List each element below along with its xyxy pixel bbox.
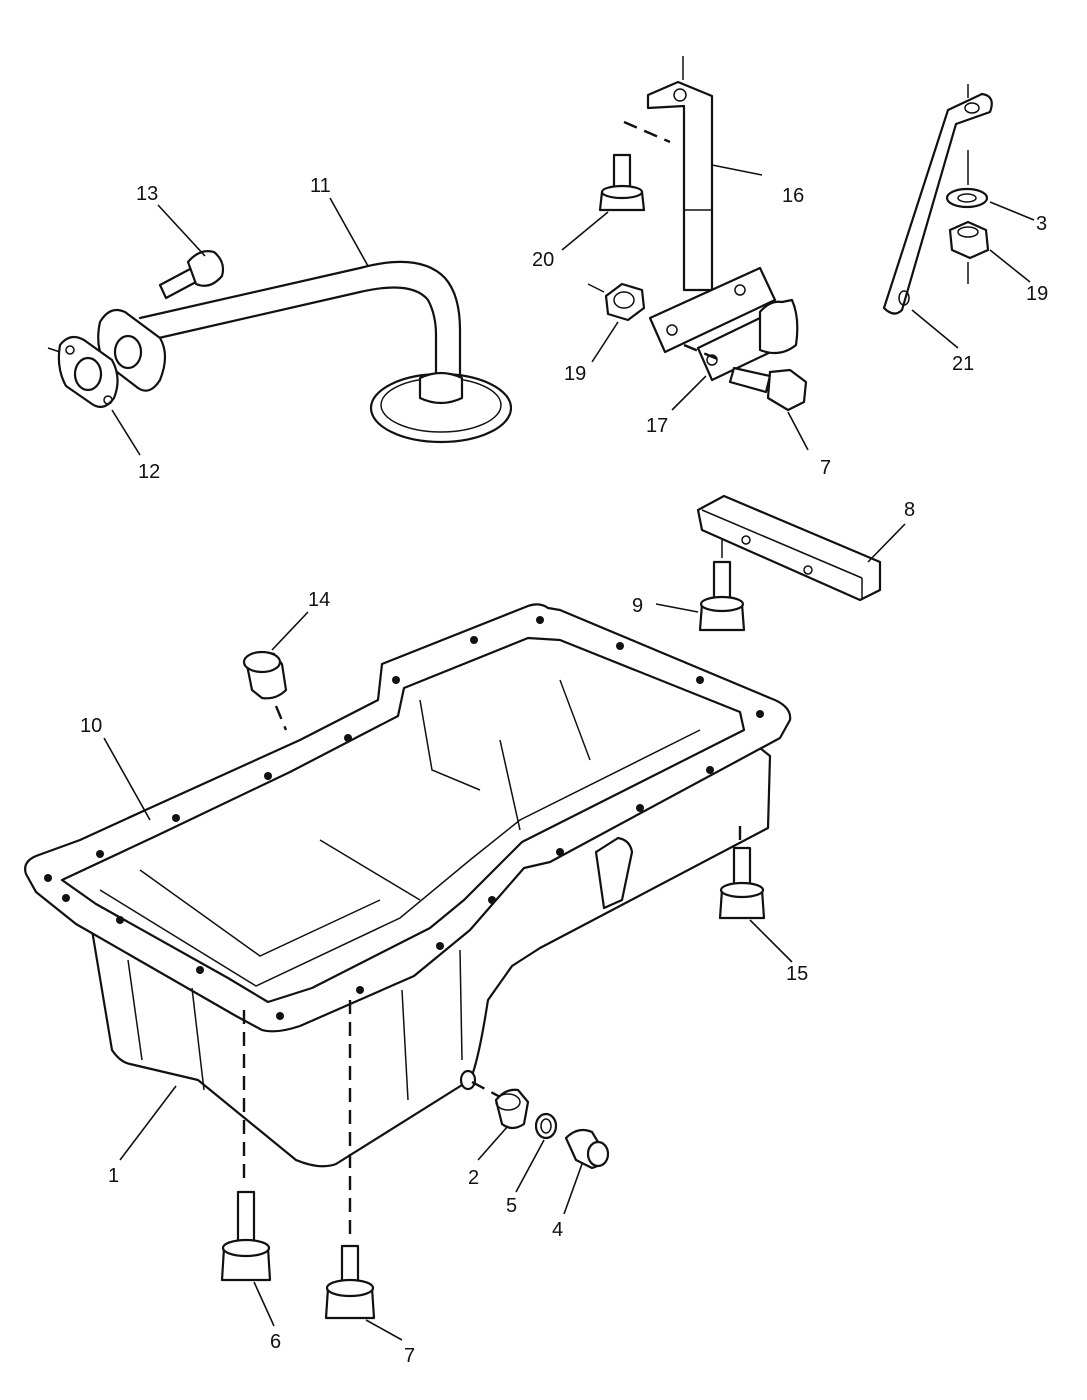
callout-7-upper: 7 (820, 457, 831, 479)
callout-20: 20 (532, 249, 554, 271)
callout-2: 2 (468, 1167, 479, 1189)
callout-10: 10 (80, 715, 102, 737)
callout-21: 21 (952, 353, 974, 375)
pickup-bolt (158, 250, 225, 300)
bolt-7-upper (728, 366, 808, 412)
callout-19-left: 19 (564, 363, 586, 385)
brace-8 (696, 494, 882, 602)
callout-7-lower: 7 (404, 1345, 415, 1367)
bolt-7-lower (324, 1244, 376, 1320)
bolt-20 (598, 153, 646, 212)
washer-3 (945, 187, 989, 209)
callout-15: 15 (786, 963, 808, 985)
callout-labels: 13 11 12 20 16 19 17 7 3 19 21 8 9 14 10… (80, 175, 1048, 1367)
callout-17: 17 (646, 415, 668, 437)
callout-3: 3 (1036, 213, 1047, 235)
oil-pan-1 (24, 603, 792, 1168)
callout-14: 14 (308, 589, 330, 611)
rim-bolt-holes (44, 616, 764, 1020)
callout-16: 16 (782, 185, 804, 207)
bolt-6 (220, 1190, 272, 1282)
callout-6: 6 (270, 1331, 281, 1353)
nut-19-right (948, 220, 990, 260)
callout-9: 9 (632, 595, 643, 617)
callout-13: 13 (136, 183, 158, 205)
clamp-bracket-17 (696, 298, 799, 382)
callout-5: 5 (506, 1195, 517, 1217)
stay-21 (882, 84, 993, 315)
callout-4: 4 (552, 1219, 563, 1241)
pickup-gasket (57, 335, 119, 409)
o-ring-5 (534, 1112, 558, 1140)
callout-8: 8 (904, 499, 915, 521)
insert-2 (494, 1088, 530, 1130)
plug-14 (242, 650, 288, 700)
callout-19-right: 19 (1026, 283, 1048, 305)
bracket-16 (646, 56, 777, 354)
callout-1: 1 (108, 1165, 119, 1187)
oil-pickup-tube (138, 260, 513, 444)
bolt-9 (698, 560, 746, 632)
bolt-15 (718, 846, 766, 920)
drain-plug-4 (564, 1128, 610, 1170)
callout-12: 12 (138, 461, 160, 483)
callout-11: 11 (310, 175, 331, 197)
nut-19-left (604, 282, 646, 322)
